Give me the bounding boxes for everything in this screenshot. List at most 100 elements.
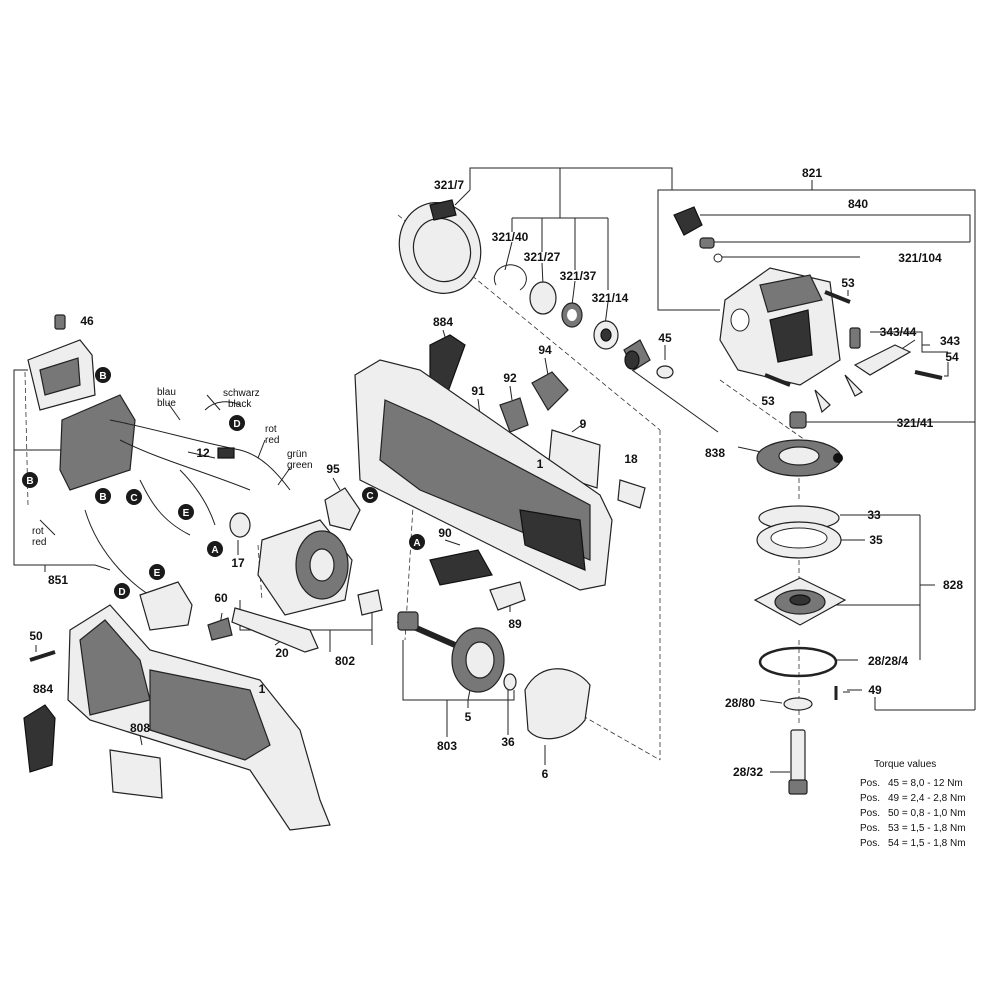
label-321-37: 321/37 [560,269,597,283]
label-802: 802 [335,654,355,668]
wire-label-blau: blau [157,387,176,398]
part-labels: 321/7 821 840 321/40 321/27 321/37 321/1… [29,166,963,781]
svg-text:C: C [366,491,373,502]
part-50-screw [29,650,56,662]
svg-text:B: B [26,476,33,487]
part-53-screws [764,290,851,387]
label-53: 53 [761,394,775,408]
part-321-14-bearing [593,320,619,350]
label-50: 50 [29,629,43,643]
label-321-41: 321/41 [897,416,934,430]
torque-row-pos: Pos. [860,778,880,789]
part-18-switch [617,479,646,509]
label-321-14: 321/14 [592,291,629,305]
svg-text:B: B [99,492,106,503]
wire-label-schwarz: schwarz [223,388,260,399]
wire-label-gruen: grün [287,449,307,460]
part-shaft [396,611,457,648]
part-bearing-flange [753,577,847,626]
label-321-40: 321/40 [492,230,529,244]
part-pinion [623,339,651,371]
badge-a: A [207,541,223,557]
part-switch [139,581,193,631]
part-17-ring [229,512,251,538]
part-90-contacts [429,549,493,586]
label-89: 89 [508,617,522,631]
part-battery-terminal [27,339,96,411]
part-28-28-4-oring [758,646,838,678]
torque-row-value: 50 = 0,8 - 1,0 Nm [888,808,966,819]
part-321-27-ring [529,281,557,315]
badge-b: B [95,488,111,504]
label-36: 36 [501,735,515,749]
label-20: 20 [275,646,289,660]
torque-row-pos: Pos. [860,838,880,849]
torque-row-pos: Pos. [860,793,880,804]
label-17: 17 [231,556,245,570]
label-884: 884 [433,315,453,329]
label-343-44: 343/44 [880,325,917,339]
part-54-screw [914,370,943,380]
label-321-27: 321/27 [524,250,561,264]
torque-row-value: 54 = 1,5 - 1,8 Nm [888,838,966,849]
label-828: 828 [943,578,963,592]
wire-label-red: red [32,537,46,548]
part-838-bevel-gear [756,439,843,477]
svg-text:A: A [413,538,420,549]
part-45-nut [656,365,674,379]
part-840-lock-button [673,206,723,263]
svg-text:D: D [233,419,240,430]
label-53: 53 [841,276,855,290]
part-36-washer [503,673,517,691]
label-808: 808 [130,721,150,735]
part-12-connector [217,447,235,459]
label-821: 821 [802,166,822,180]
label-54: 54 [945,350,959,364]
badge-d: D [229,415,245,431]
wire-label-blue: blue [157,398,176,409]
label-343: 343 [940,334,960,348]
torque-title: Torque values [874,759,936,770]
part-28-80-washer [783,697,813,711]
label-838: 838 [705,446,725,460]
label-60: 60 [214,591,228,605]
part-321-37-seal [561,302,583,328]
label-35: 35 [869,533,883,547]
torque-row-value: 45 = 8,0 - 12 Nm [888,778,963,789]
label-45: 45 [658,331,672,345]
torque-values-table: Torque values Pos. 45 = 8,0 - 12 Nm Pos.… [860,759,966,849]
label-6: 6 [542,767,549,781]
label-803: 803 [437,739,457,753]
label-1: 1 [537,457,544,471]
part-343-44-spring [849,327,861,349]
wire-label-rot: rot [32,526,44,537]
part-28-32-spindle [788,729,808,795]
part-92-bracket [499,397,529,433]
badge-c: C [362,487,378,503]
part-1-motor-housing [354,359,613,591]
label-95: 95 [326,462,340,476]
label-91: 91 [471,384,485,398]
part-46-spring [54,314,66,330]
torque-row-value: 49 = 2,4 - 2,8 Nm [888,793,966,804]
wire-label-red: red [265,435,279,446]
label-321-7: 321/7 [434,178,464,192]
part-peg [814,389,831,414]
wire-label-rot: rot [265,424,277,435]
label-18: 18 [624,452,638,466]
wire-labels: blau blue schwarz black rot red grün gre… [32,387,313,548]
torque-row-value: 53 = 1,5 - 1,8 Nm [888,823,966,834]
part-343-lever [844,344,912,397]
part-884-grip-insert-left [23,704,56,773]
wire-label-green: green [287,460,313,471]
part-321-7-cover [398,199,482,294]
svg-text:A: A [211,545,218,556]
badge-e: E [178,504,194,520]
label-49: 49 [868,683,882,697]
label-28-32: 28/32 [733,765,763,779]
label-321-104: 321/104 [898,251,942,265]
part-coupling [357,589,383,616]
part-35-plate [756,521,842,559]
part-321-41-bushing [789,411,807,429]
